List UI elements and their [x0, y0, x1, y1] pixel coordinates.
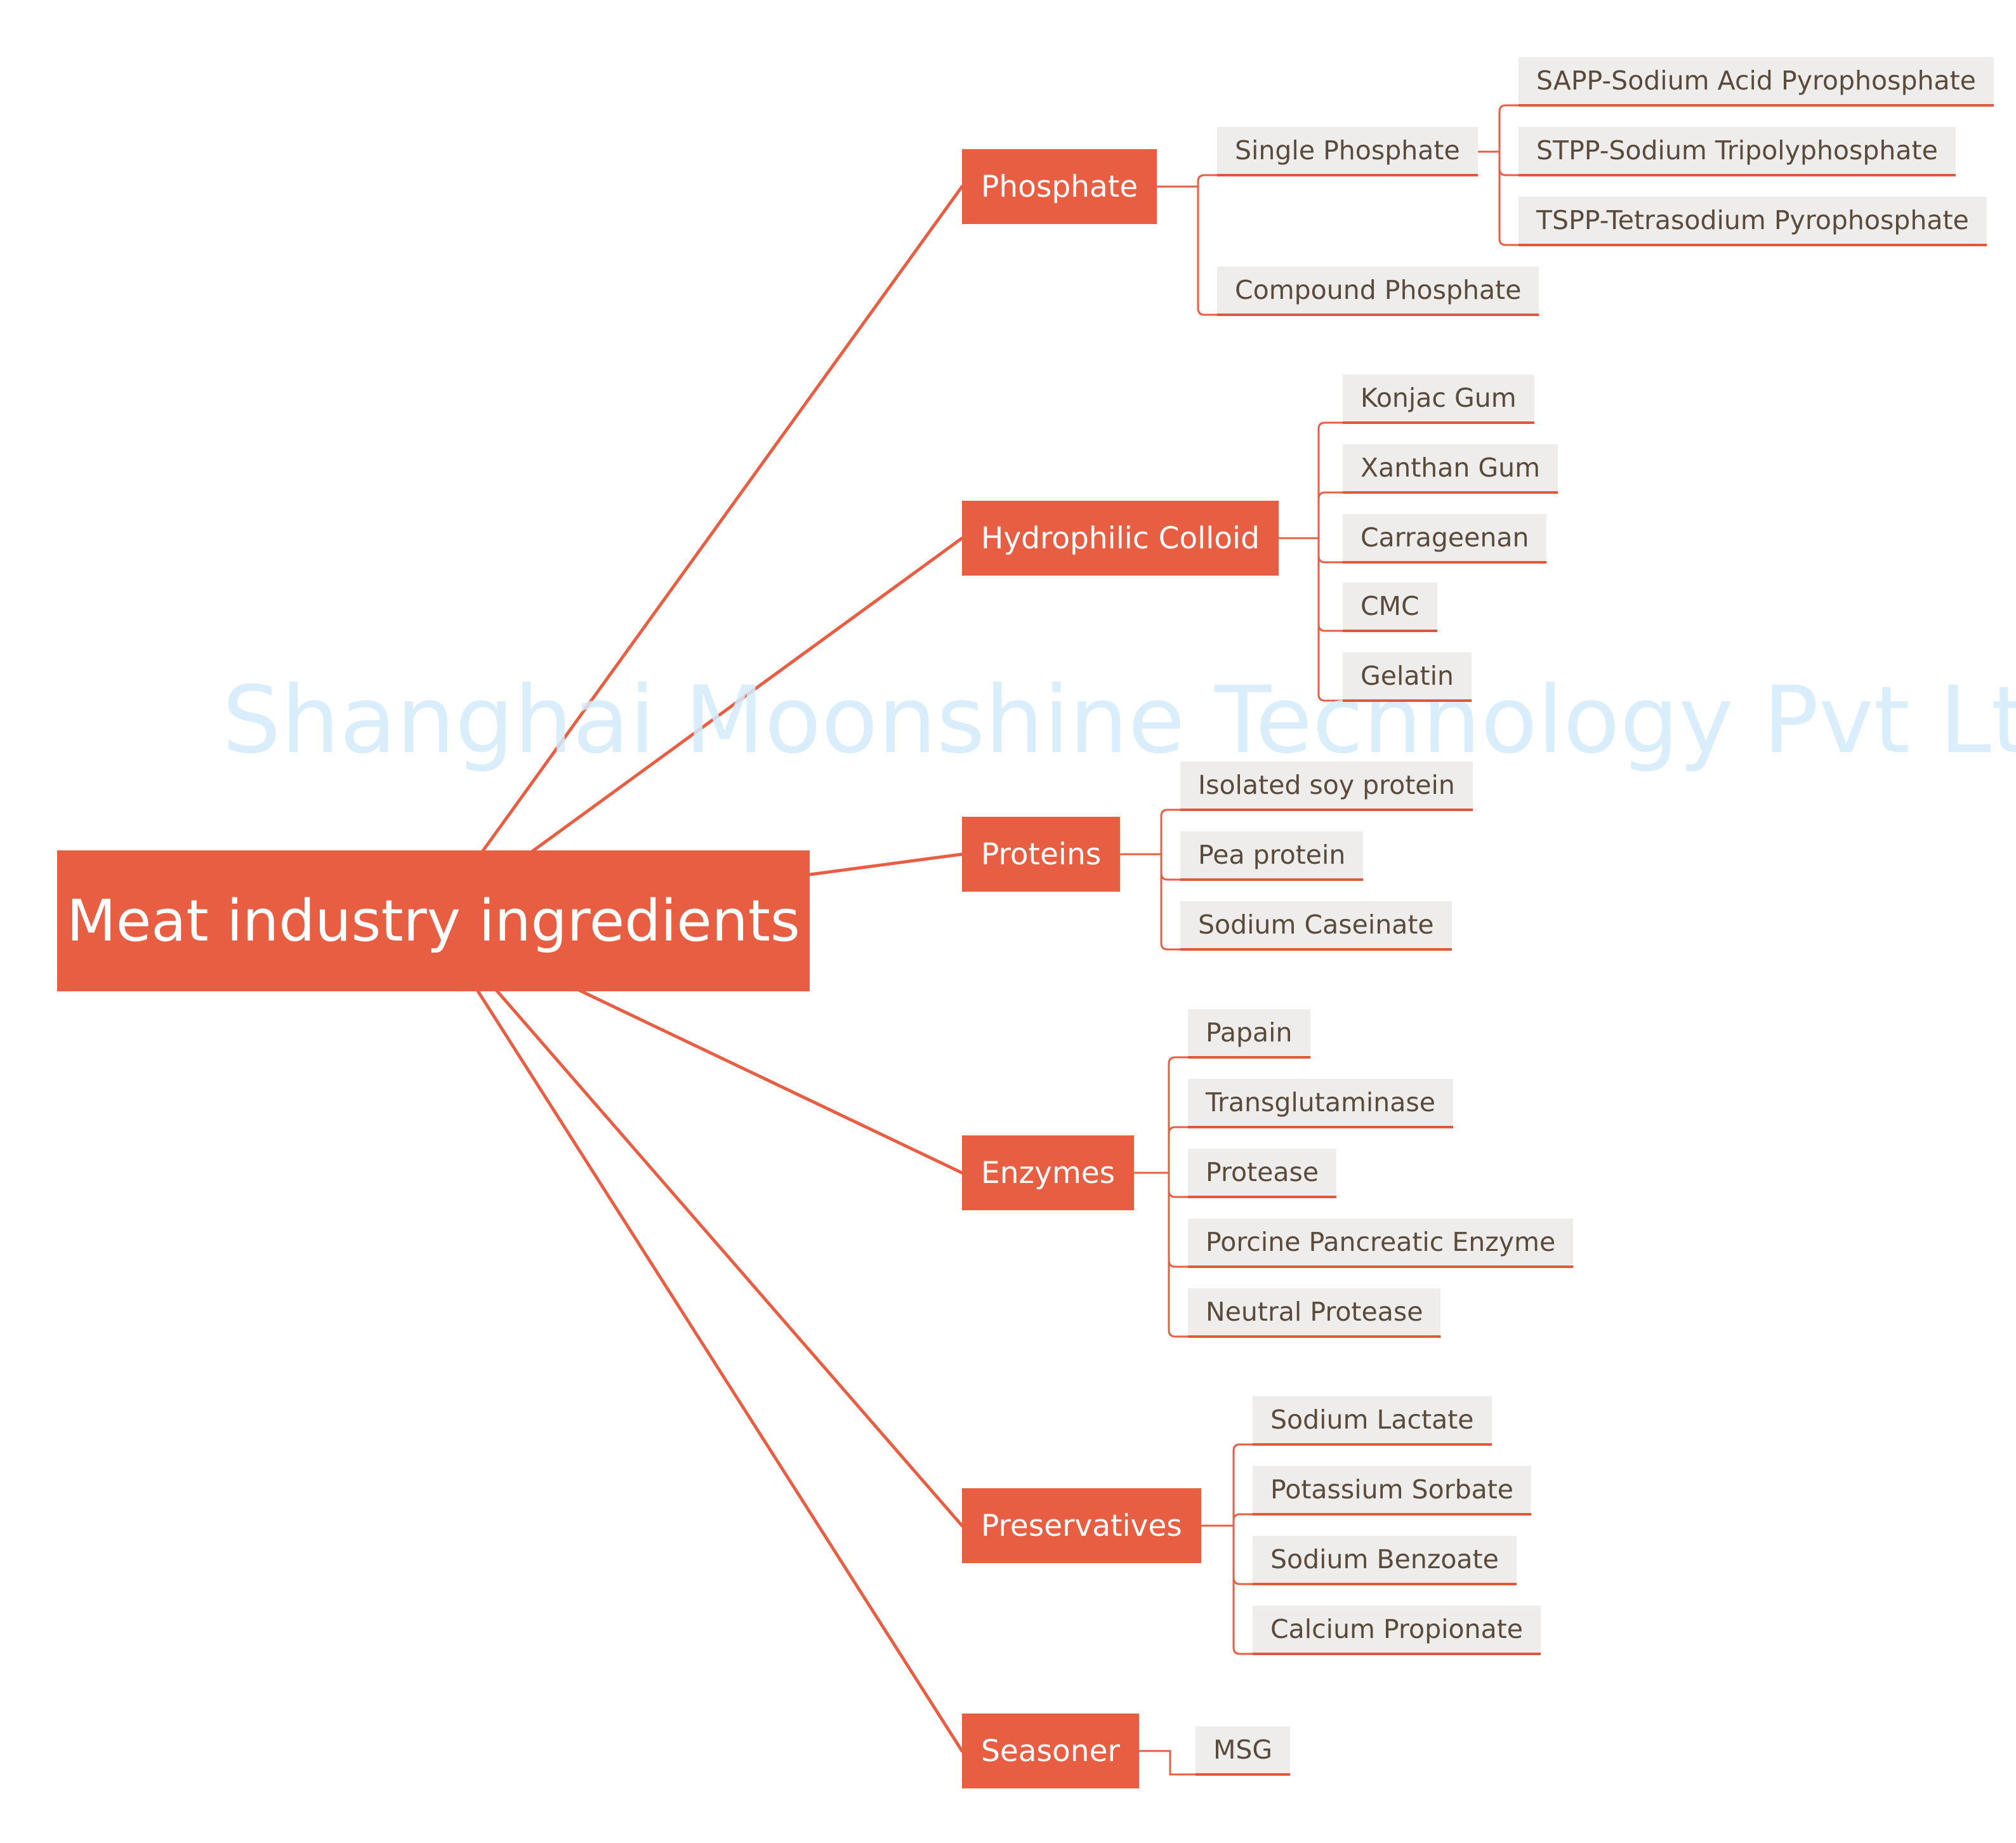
topic-stpp[interactable]: STPP-Sodium Tripolyphosphate — [1519, 127, 1956, 176]
branch-hydrophilic-colloid[interactable]: Hydrophilic Colloid — [962, 501, 1279, 576]
topic-tspp[interactable]: TSPP-Tetrasodium Pyrophosphate — [1519, 197, 1987, 246]
phosphate-link-1 — [1197, 308, 1539, 316]
root-connector-branch-enzymes — [577, 988, 964, 1175]
topic-porcine-pancreatic-enzyme[interactable]: Porcine Pancreatic Enzyme — [1188, 1219, 1574, 1268]
branch-proteins[interactable]: Proteins — [962, 817, 1121, 892]
root-connector-branch-phosphate — [480, 185, 964, 854]
root-connector-branch-hydrophilic-colloid — [530, 536, 964, 854]
enzymes-link-4 — [1168, 1330, 1441, 1338]
proteins-link-1 — [1160, 873, 1364, 881]
single-phosphate-link-2 — [1498, 238, 1987, 246]
enzymes-link-2 — [1168, 1190, 1337, 1198]
topic-neutral-protease[interactable]: Neutral Protease — [1188, 1288, 1441, 1338]
preservatives-link-3 — [1232, 1647, 1541, 1655]
root-connector-branch-seasoner — [475, 988, 964, 1753]
topic-msg[interactable]: MSG — [1196, 1726, 1291, 1776]
topic-potassium-sorbate[interactable]: Potassium Sorbate — [1253, 1466, 1532, 1516]
topic-konjac-gum[interactable]: Konjac Gum — [1343, 374, 1534, 424]
topic-sodium-benzoate[interactable]: Sodium Benzoate — [1253, 1536, 1517, 1585]
topic-xanthan-gum[interactable]: Xanthan Gum — [1343, 444, 1558, 494]
topic-compound-phosphate[interactable]: Compound Phosphate — [1217, 267, 1539, 316]
single-phosphate-link-1 — [1498, 168, 1956, 176]
root-connector-branch-preservatives — [494, 988, 964, 1528]
single-phosphate-link-0 — [1498, 104, 1994, 112]
topic-transglutaminase[interactable]: Transglutaminase — [1188, 1079, 1453, 1128]
enzymes-link-1 — [1168, 1126, 1453, 1134]
topic-sapp[interactable]: SAPP-Sodium Acid Pyrophosphate — [1519, 57, 1994, 107]
preservatives-link-2 — [1232, 1577, 1517, 1585]
colloid-link-2 — [1317, 555, 1547, 564]
proteins-link-0 — [1160, 809, 1473, 817]
topic-carrageenan[interactable]: Carrageenan — [1343, 514, 1547, 564]
enzymes-link-0 — [1168, 1056, 1310, 1064]
topic-sodium-caseinate[interactable]: Sodium Caseinate — [1180, 901, 1452, 951]
branch-preservatives[interactable]: Preservatives — [962, 1488, 1201, 1563]
colloid-link-0 — [1317, 421, 1534, 430]
enzymes-link-3 — [1168, 1260, 1574, 1268]
branch-enzymes[interactable]: Enzymes — [962, 1135, 1135, 1210]
topic-isolated-soy-protein[interactable]: Isolated soy protein — [1180, 762, 1473, 811]
topic-cmc[interactable]: CMC — [1343, 583, 1437, 632]
branch-seasoner[interactable]: Seasoner — [962, 1714, 1139, 1788]
topic-protease[interactable]: Protease — [1188, 1149, 1337, 1198]
colloid-link-3 — [1317, 624, 1437, 632]
root-topic[interactable]: Meat industry ingredients — [57, 850, 810, 991]
colloid-link-1 — [1317, 491, 1558, 499]
proteins-link-2 — [1160, 942, 1452, 951]
topic-calcium-propionate[interactable]: Calcium Propionate — [1253, 1606, 1541, 1655]
topic-gelatin[interactable]: Gelatin — [1343, 652, 1472, 702]
phosphate-link-0 — [1197, 174, 1478, 182]
topic-sodium-lactate[interactable]: Sodium Lactate — [1253, 1396, 1492, 1446]
topic-single-phosphate[interactable]: Single Phosphate — [1217, 127, 1478, 176]
preservatives-link-1 — [1232, 1513, 1532, 1521]
colloid-link-4 — [1317, 694, 1472, 702]
topic-pea-protein[interactable]: Pea protein — [1180, 831, 1364, 881]
root-connector-branch-proteins — [808, 852, 964, 876]
branch-phosphate[interactable]: Phosphate — [962, 149, 1157, 224]
topic-papain[interactable]: Papain — [1188, 1009, 1310, 1059]
preservatives-link-0 — [1232, 1443, 1492, 1451]
